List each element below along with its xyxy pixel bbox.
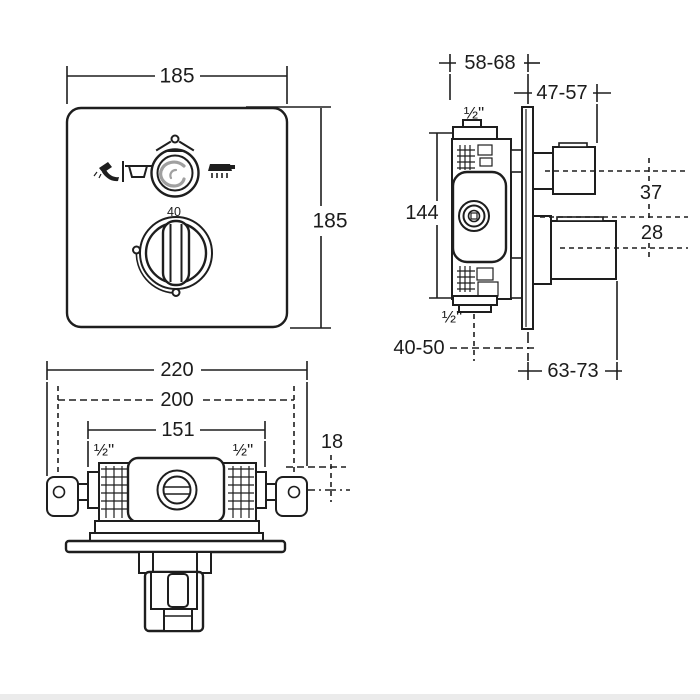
top-connection-fitting [462,119,482,128]
shower-head-icon [208,164,235,178]
bracket-offset-label: 18 [321,431,343,453]
bottom-valve-body [64,456,287,554]
bottom-view: 220 200 151 ½" ½" 18 [46,359,350,633]
temp-stop-dot-bottom [171,288,181,297]
body-width-dimension: 151 [87,419,266,467]
brand-swirl-logo [159,160,186,188]
wall-distance-dimension: 40-50 [393,314,537,361]
wall-distance-label: 40-50 [393,337,444,359]
temp-stop-dot-left [132,245,141,255]
right-screw-hole [287,485,301,499]
side-temperature-knob [532,215,617,285]
bottom-knob [138,551,212,633]
left-screw-hole [52,485,66,499]
body-width-label: 151 [161,419,194,441]
side-height-label: 144 [405,202,438,224]
handle-depth-label: 63-73 [547,360,598,382]
side-outlet-dimensions: 37 28 [540,158,688,261]
fixing-centres-label: 200 [160,389,193,411]
temperature-scale-arc [135,249,175,294]
right-wall-bracket [260,476,308,517]
side-height-dimension: 144 [405,132,452,299]
left-connection-label: ½" [94,441,114,460]
side-view: 58-68 47-57 144 ½" [393,52,688,382]
front-height-label: 185 [312,210,347,233]
thread-hatch-left [101,466,127,518]
side-diverter-knob [532,142,596,195]
bracket-offset-dimension: 18 [283,431,350,502]
right-connection-label: ½" [233,441,253,460]
diverter-pointer-icon [170,134,180,144]
overall-width-label: 220 [160,359,193,381]
side-valve-body [451,119,525,313]
bottom-connection-fitting [452,295,498,306]
fixing-centres-dimension: 200 [57,386,295,486]
side-bottom-connection-label: ½" [442,308,462,327]
overall-width-dimension: 220 [46,359,308,476]
left-connection-fitting [87,471,100,509]
side-depth-label: 58-68 [464,52,515,74]
temperature-stop-label: 40 [167,205,181,219]
knob-slot [167,573,189,608]
side-trim-depth-label: 47-57 [536,82,587,104]
diverter-knob [93,134,235,198]
escutcheon-flange [64,539,287,554]
bathtub-icon [125,165,152,178]
temperature-handle [161,219,191,287]
upper-outlet-offset-label: 37 [640,182,662,204]
handle-depth-dimension: 63-73 [518,281,622,382]
thread-hatch-bottom [457,266,499,297]
side-depth-dimension: 58-68 [439,52,540,104]
left-wall-bracket [46,476,94,517]
side-trim-depth-dimension: 47-57 [514,82,611,143]
thread-hatch-top [457,144,493,170]
lower-outlet-offset-label: 28 [641,222,663,244]
front-view: 185 185 [65,65,348,329]
temperature-knob: 40 [132,205,213,297]
front-width-label: 185 [159,65,194,88]
hand-shower-icon [93,162,119,182]
thread-hatch-right [228,466,254,518]
footer-strip [0,694,700,700]
side-port [470,212,478,220]
side-top-connection-label: ½" [464,104,484,123]
front-width-dimension: 185 [66,65,288,104]
side-wall-plate [521,106,534,330]
